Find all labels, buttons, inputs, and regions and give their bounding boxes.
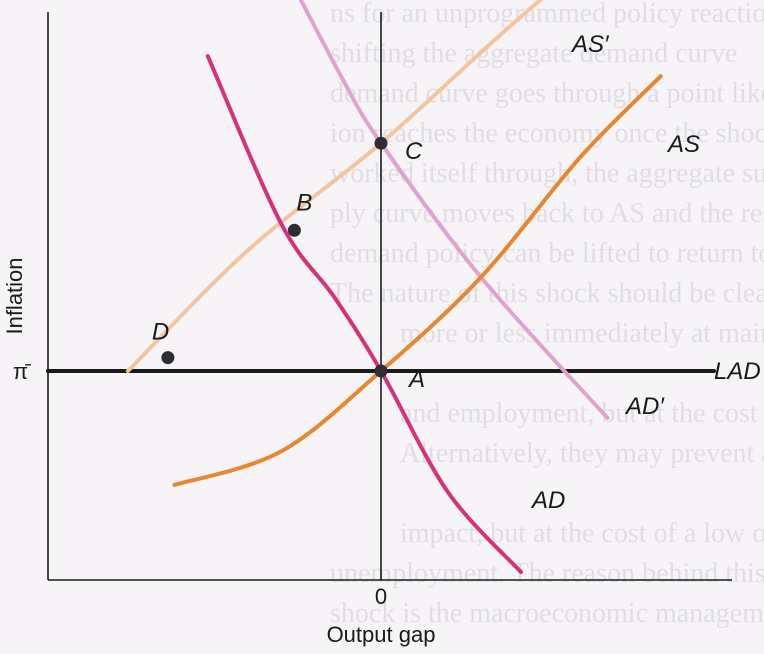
series-label-lad: LAD [714, 358, 761, 385]
series-label-ad-prime: AD′ [624, 393, 665, 420]
svg-text:Alternatively, they may preven: Alternatively, they may prevent a sharp … [400, 438, 764, 469]
x-axis-label: Output gap [327, 622, 436, 647]
svg-text:ply curve moves back to AS and: ply curve moves back to AS and the restr… [330, 198, 764, 229]
curve-ad [205, 54, 523, 574]
y-tick-label-pi-bar: π̄ [13, 359, 31, 384]
curve-ad-prime [298, 0, 610, 420]
axes [47, 12, 732, 581]
svg-text:shifting the aggregate demand: shifting the aggregate demand curve [330, 38, 737, 69]
point-label-a: A [407, 366, 425, 393]
point-label-d: D [152, 319, 169, 346]
svg-text:impact, but at the cost of a l: impact, but at the cost of a low output … [400, 518, 764, 549]
point-c [374, 136, 388, 150]
point-label-b: B [296, 189, 312, 216]
svg-text:and employment, but at the cos: and employment, but at the cost of highe… [400, 398, 764, 429]
series-label-as: AS [666, 131, 700, 158]
point-b [287, 223, 301, 237]
curve-as [172, 74, 663, 487]
point-a [374, 364, 388, 378]
series-label-ad: AD [530, 487, 565, 514]
svg-text:shock is the macroeconomic man: shock is the macroeconomic management po… [330, 598, 764, 629]
series-label-as-prime: AS′ [570, 31, 610, 58]
svg-text:demand policy can be lifted to: demand policy can be lifted to return to… [330, 238, 764, 269]
svg-text:The nature of this shock shoul: The nature of this shock should be clear [330, 278, 764, 309]
svg-text:more or less immediately at ma: more or less immediately at maintaining … [400, 318, 764, 349]
svg-text:demand curve goes through a po: demand curve goes through a point like B [330, 78, 764, 109]
x-tick-label-zero: 0 [375, 584, 387, 609]
labels-layer: LAD AS′ AD′ AS AD A B C D [152, 31, 761, 514]
point-label-c: C [405, 138, 423, 165]
svg-text:unemployment. The reason behin: unemployment. The reason behind this dif… [330, 558, 764, 589]
svg-text:ns for an unprogrammed policy: ns for an unprogrammed policy reaction [330, 0, 764, 29]
points-layer [161, 136, 388, 378]
point-d [161, 351, 175, 365]
background-texture: ns for an unprogrammed policy reaction s… [330, 0, 764, 629]
y-axis-label: Inflation [2, 257, 27, 334]
